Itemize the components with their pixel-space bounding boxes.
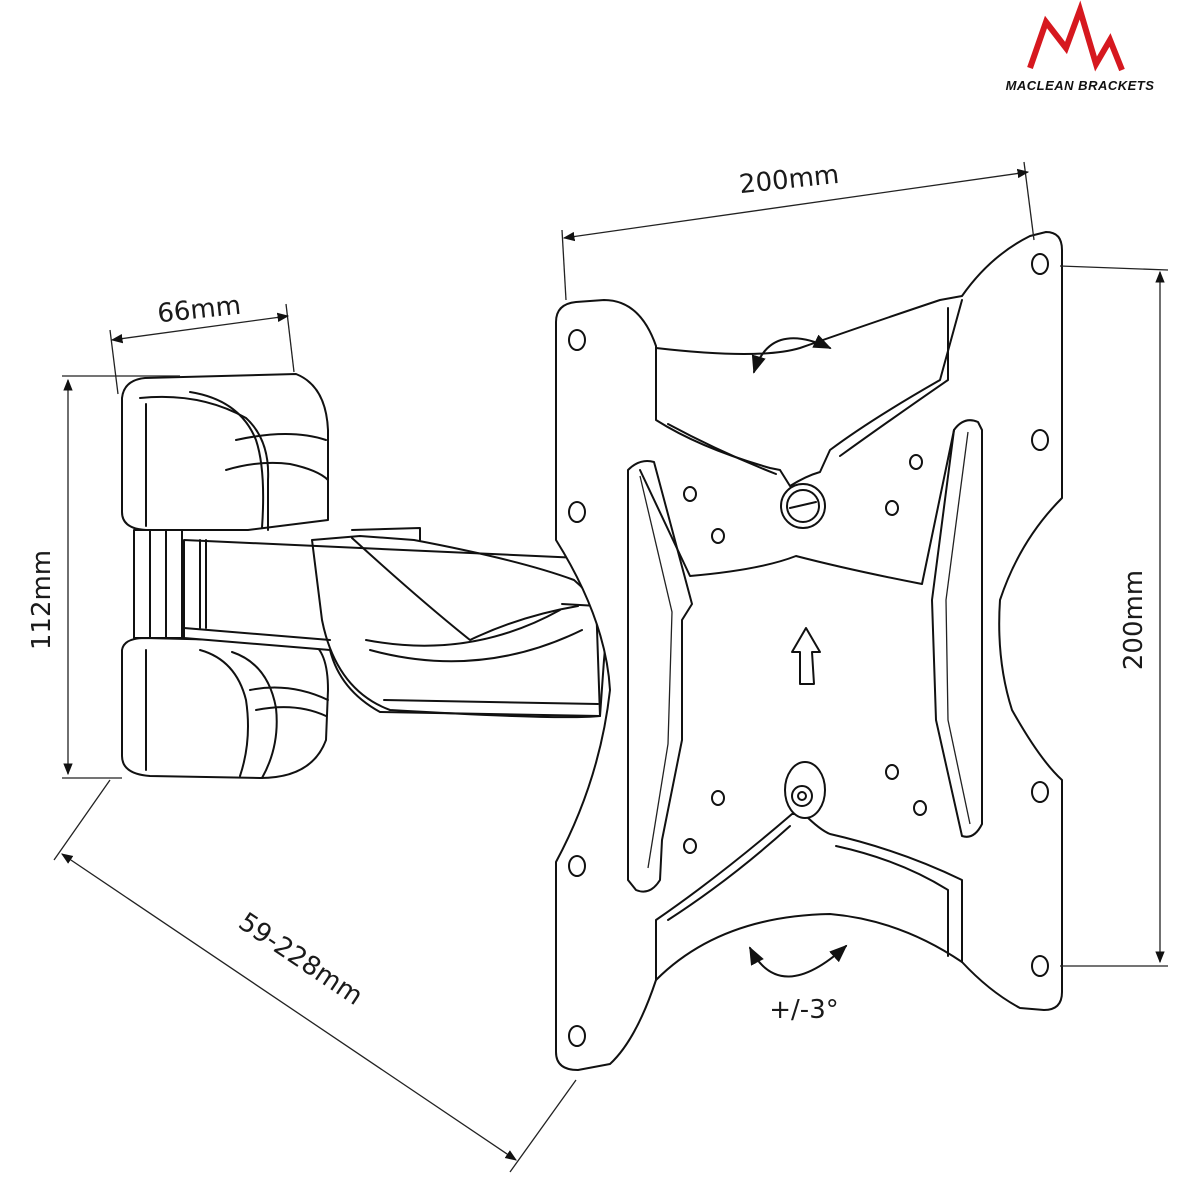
dim-plate-width-label: 200mm <box>738 160 841 200</box>
lower-knuckle <box>121 637 329 779</box>
brand-logo-mark <box>1027 0 1125 72</box>
hole <box>568 329 586 351</box>
hole <box>568 855 586 877</box>
brand-name: MACLEAN BRACKETS <box>1006 78 1155 93</box>
rotate-arrow-bottom-icon <box>749 944 848 978</box>
hole <box>1031 781 1049 803</box>
top-screw-icon <box>780 483 826 529</box>
dimension-lines <box>53 161 1169 1173</box>
arm-joint-cover <box>311 535 606 719</box>
hole-small <box>885 764 899 780</box>
hole-small <box>885 500 899 516</box>
brand-logo: MACLEAN BRACKETS <box>1006 0 1155 93</box>
dim-mount-height-label: 112mm <box>27 550 57 650</box>
wall-mount-block <box>121 373 329 779</box>
hole <box>568 501 586 523</box>
dim-tilt-label: +/-3° <box>769 995 838 1025</box>
dim-plate-height-label: 200mm <box>1119 570 1149 670</box>
rotate-arrow-top-icon <box>751 334 832 374</box>
hole <box>1031 253 1049 275</box>
upper-knuckle <box>121 373 329 531</box>
up-arrow-icon <box>791 627 821 685</box>
dim-arm-extension-label: 59-228mm <box>233 907 368 1012</box>
hole-small <box>683 838 697 854</box>
swing-arm <box>183 527 613 719</box>
upper-knuckle-face <box>139 395 270 531</box>
hole-small <box>683 486 697 502</box>
mounting-holes <box>568 253 1049 1047</box>
bottom-screw-icon <box>784 761 826 819</box>
mount-column <box>133 529 183 639</box>
hole-small <box>711 790 725 806</box>
left-rib <box>627 460 693 893</box>
right-rib <box>931 419 983 838</box>
hole <box>1031 429 1049 451</box>
hole-small <box>909 454 923 470</box>
hole-small <box>711 528 725 544</box>
hole-small <box>913 800 927 816</box>
hole <box>1031 955 1049 977</box>
hole <box>568 1025 586 1047</box>
